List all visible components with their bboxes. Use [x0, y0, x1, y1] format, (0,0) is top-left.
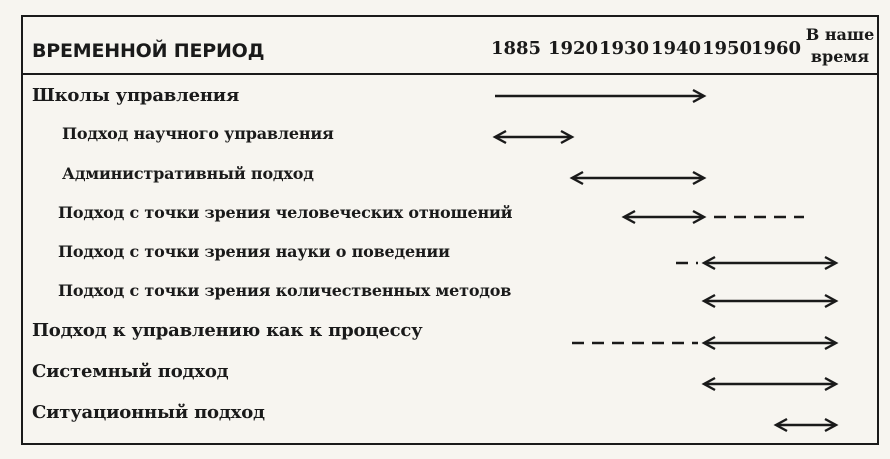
- arrowhead-right: [560, 129, 575, 145]
- arrowhead-left: [569, 170, 584, 186]
- year-label: 1920: [547, 38, 599, 59]
- now-label-line2: время: [810, 47, 870, 66]
- year-label: 1950: [701, 38, 753, 59]
- arrowhead-left: [492, 129, 507, 145]
- arrowhead-left: [621, 209, 636, 225]
- arrowhead-right: [824, 417, 839, 433]
- arrowhead-left: [701, 293, 716, 309]
- row-label: Подход к управлению как к процессу: [32, 320, 423, 341]
- row-label: Административный подход: [62, 164, 314, 183]
- row-label: Системный подход: [32, 361, 229, 382]
- row-label: Школы управления: [32, 85, 240, 106]
- year-label: 1930: [598, 38, 650, 59]
- arrowhead-right: [824, 335, 839, 351]
- arrowhead-right: [692, 88, 707, 104]
- year-label: 1885: [490, 38, 542, 59]
- now-label: В наше время: [806, 24, 875, 68]
- arrowhead-right: [824, 255, 839, 271]
- arrowhead-right: [692, 170, 707, 186]
- row-label: Подход с точки зрения науки о поведении: [58, 242, 450, 261]
- arrowhead-left: [701, 335, 716, 351]
- now-label-line1: В наше: [805, 25, 875, 44]
- row-label: Подход научного управления: [62, 124, 334, 143]
- arrowhead-right: [692, 209, 707, 225]
- arrowhead-left: [701, 255, 716, 271]
- row-label: Подход с точки зрения количественных мет…: [58, 281, 512, 300]
- year-label: 1960: [750, 38, 802, 59]
- outer-border: [21, 15, 879, 445]
- period-header: ВРЕМЕННОЙ ПЕРИОД: [32, 40, 265, 62]
- arrowhead-left: [701, 376, 716, 392]
- arrowhead-right: [824, 376, 839, 392]
- year-label: 1940: [650, 38, 702, 59]
- row-label: Подход с точки зрения человеческих отнош…: [58, 203, 513, 222]
- row-label: Ситуационный подход: [32, 402, 265, 423]
- arrowhead-left: [773, 417, 788, 433]
- arrowhead-right: [824, 293, 839, 309]
